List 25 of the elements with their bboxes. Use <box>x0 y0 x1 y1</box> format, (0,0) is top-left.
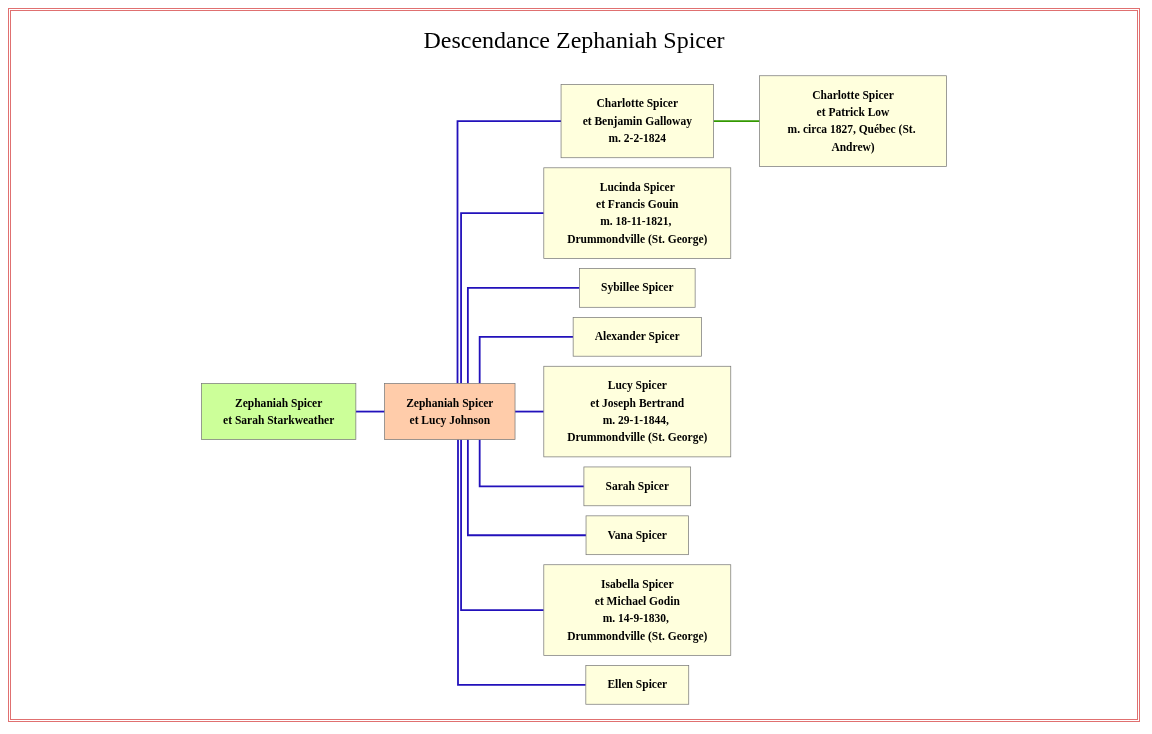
node-box <box>201 382 357 440</box>
diagram-title: Descendance Zephaniah Spicer <box>423 27 725 54</box>
node-box <box>560 83 714 158</box>
node-box <box>585 515 689 555</box>
connector <box>514 410 545 412</box>
node-box <box>384 382 516 440</box>
connector <box>466 286 581 384</box>
node-box <box>585 664 690 705</box>
connector <box>478 438 585 487</box>
node-box <box>759 74 947 167</box>
page-border: Descendance Zephaniah Spicer Zephaniah Spicer et Sarah Starkweather Zephaniah Spicer et Lucy Johnson Charlotte Spicer et Benjamin Galloway m. 2-2-1824 Charlotte Spicer et Patrick Low m. circa 1827, Québec (St. Andrew) Lucinda Spicer et Francis Gouin m. 18-11-1821, Drummondville (St. George) Sybillee Spicer Alexander Spicer Lucy Spicer et Joseph Bertrand m. 29-1-1844, Drummondville (St. George) Sarah Spicer Vana Spicer Isabella Spicer et Michael Godin m. 14-9-1830, Drummondville (St. George) Ellen Spicer <box>8 8 1140 722</box>
connector <box>466 438 587 536</box>
connector <box>460 438 545 611</box>
connector <box>712 119 761 122</box>
connector <box>457 438 587 686</box>
node-box <box>543 166 732 259</box>
connector <box>478 335 575 384</box>
connector <box>456 119 562 384</box>
connector <box>354 410 386 412</box>
node-box <box>572 316 702 357</box>
node-box <box>579 267 696 308</box>
node-box <box>583 466 691 506</box>
node-box <box>543 365 732 457</box>
node-box <box>543 563 732 656</box>
connector <box>460 211 545 384</box>
